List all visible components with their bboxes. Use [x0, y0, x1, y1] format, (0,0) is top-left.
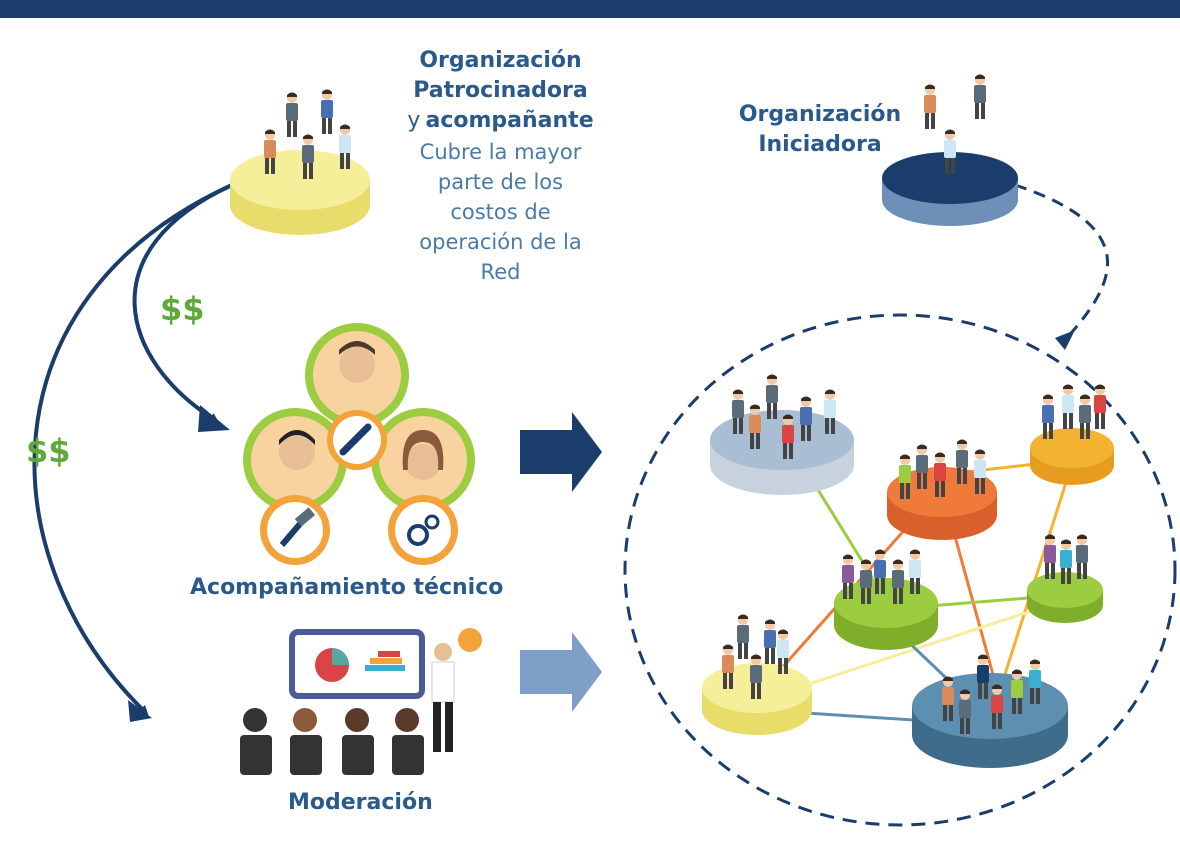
network-platform-steel — [912, 654, 1068, 768]
technical-accompaniment-caption: Acompañamiento técnico — [190, 575, 504, 600]
network-platform-orange — [887, 439, 997, 540]
initiator-title-line1: Organización — [738, 102, 902, 127]
moderation-caption: Moderación — [288, 790, 433, 815]
arrowhead-technical — [198, 405, 230, 432]
funding-arrow-to-technical — [132, 183, 233, 423]
sponsor-connector: y — [407, 108, 421, 133]
network-platform-lime — [1027, 534, 1103, 623]
sponsor-title-line3-wrap: y acompañante — [407, 108, 593, 133]
sponsor-description-line4: operación de la — [419, 230, 582, 254]
technical-team-icons — [243, 323, 475, 565]
network-platform-greyblue — [710, 374, 854, 495]
sponsor-organization-label: Organización Patrocinadora y acompañante… — [398, 46, 603, 287]
sponsor-title-line2: Patrocinadora — [413, 78, 588, 103]
sponsor-title-line3: acompañante — [425, 108, 594, 133]
funding-label-moderation: $$ — [26, 432, 71, 470]
network-boundary-circle — [623, 313, 1177, 827]
technical-to-network-arrow — [520, 412, 602, 492]
initiator-dashed-arrow — [1014, 183, 1109, 342]
sponsor-description-line3: costos de — [450, 200, 551, 224]
network-platform-yellow — [702, 614, 812, 735]
moderation-scene — [240, 628, 482, 775]
sponsor-description-line1: Cubre la mayor — [419, 140, 582, 164]
sponsor-platform — [230, 89, 370, 235]
moderation-to-network-arrow — [520, 632, 602, 712]
funding-label-technical: $$ — [160, 290, 205, 328]
sponsor-title-line1: Organización — [419, 48, 582, 73]
sponsor-description-line5: Red — [480, 260, 521, 284]
arrowhead-moderation — [128, 700, 152, 722]
network-platform-gold — [1030, 384, 1114, 485]
initiator-organization-label: Organización Iniciadora — [720, 100, 920, 160]
initiator-platform — [882, 74, 1018, 226]
funding-arrow-to-moderation — [32, 183, 233, 716]
top-banner-bar — [0, 0, 1180, 18]
sponsor-description-line2: parte de los — [437, 170, 564, 194]
network-platform-green — [834, 549, 938, 650]
initiator-title-line2: Iniciadora — [758, 132, 882, 157]
